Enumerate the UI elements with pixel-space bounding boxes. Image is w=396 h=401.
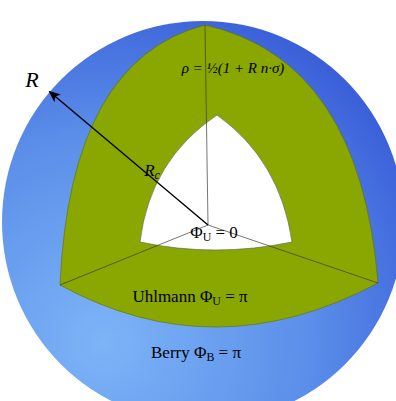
core-phase-label: ΦU = 0 bbox=[190, 224, 238, 241]
radius-arrow bbox=[50, 92, 208, 225]
inner-core bbox=[140, 115, 292, 250]
uhlmann-label: Uhlmann ΦU = π bbox=[132, 288, 247, 305]
radius-label: R bbox=[25, 69, 38, 91]
critical-radius-label: Rc bbox=[144, 162, 160, 179]
region: ΦU = 0 bbox=[140, 115, 292, 250]
region: Berry ΦB = π ρ = ½(1 + R n·σ) Uhlmann ΦU =… bbox=[0, 20, 396, 401]
region: ρ = ½(1 + R n·σ) Uhlmann ΦU = π ΦU = 0 bbox=[60, 25, 378, 340]
outer-sphere bbox=[2, 21, 396, 401]
berry-label: Berry ΦB = π bbox=[151, 344, 241, 361]
density-matrix-formula: ρ = ½(1 + R n·σ) bbox=[182, 61, 285, 76]
uhlmann-shell bbox=[60, 25, 378, 327]
cut-edges bbox=[60, 25, 378, 285]
